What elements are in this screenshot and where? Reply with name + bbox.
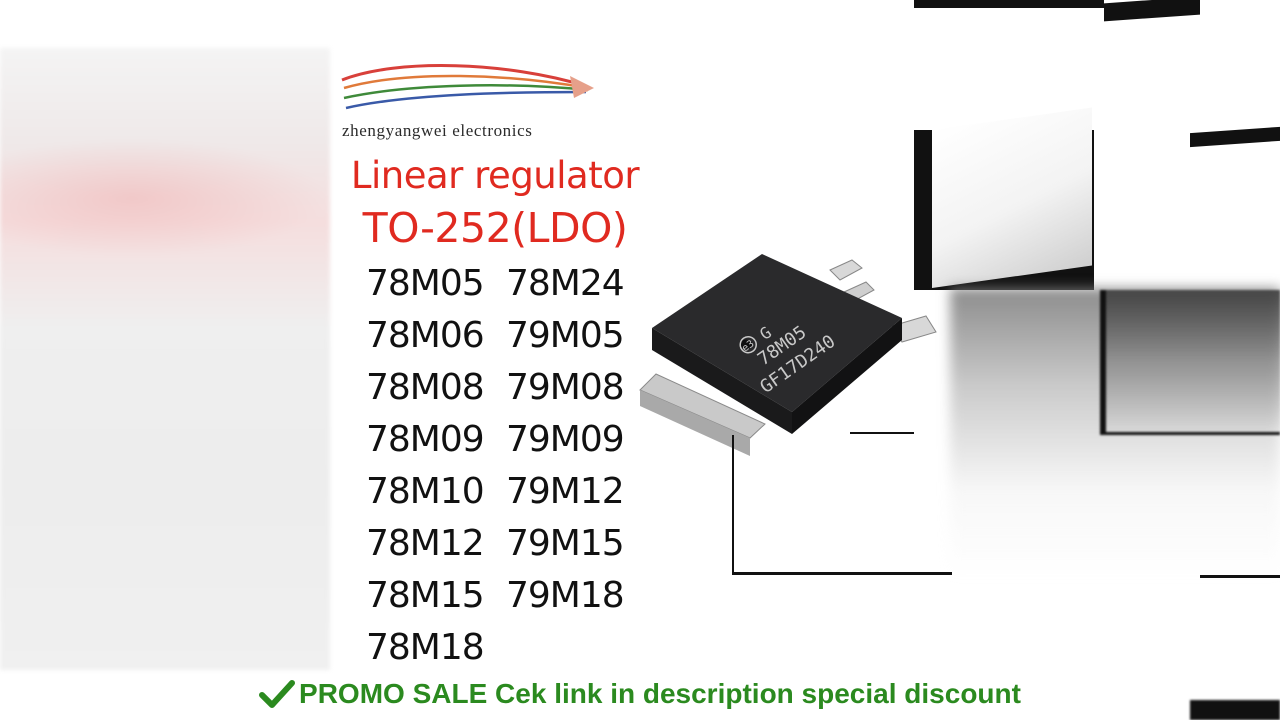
- part-column-2: 78M24 79M05 79M08 79M09 79M12 79M15 79M1…: [506, 258, 646, 622]
- headline-line-1: Linear regulator: [350, 154, 640, 197]
- decorative-shape: [1190, 126, 1280, 148]
- part-number: 79M12: [506, 471, 625, 512]
- part-number: 78M06: [366, 315, 485, 356]
- part-number: 78M12: [366, 523, 485, 564]
- decorative-shape: [932, 107, 1092, 289]
- brand-logo: [341, 64, 594, 110]
- decorative-line: [732, 435, 734, 575]
- check-icon: [259, 680, 296, 708]
- part-number: 79M15: [506, 523, 625, 564]
- decorative-shape: [914, 0, 1104, 8]
- part-number: 79M08: [506, 367, 625, 408]
- decorative-shape: [1190, 700, 1280, 720]
- part-number: 79M05: [506, 315, 625, 356]
- decorative-line: [732, 572, 952, 575]
- part-column-1: 78M05 78M06 78M08 78M09 78M10 78M12 78M1…: [366, 258, 506, 674]
- background-blur-panel: [0, 48, 330, 670]
- decorative-shape: [1104, 0, 1200, 22]
- part-number: 78M09: [366, 419, 485, 460]
- part-number: 79M18: [506, 575, 625, 616]
- background-highlight: [0, 138, 330, 258]
- part-number: 78M24: [506, 263, 625, 304]
- part-number: 78M05: [366, 263, 485, 304]
- product-headline: Linear regulator TO-252(LDO): [330, 150, 660, 254]
- part-number: 78M10: [366, 471, 485, 512]
- decorative-shape: [1100, 290, 1280, 435]
- to252-chip-image: e3 G 78M05 GF17D240: [639, 254, 937, 456]
- part-number: 78M18: [366, 627, 485, 668]
- brand-name: zhengyangwei electronics: [342, 121, 533, 140]
- part-number: 79M09: [506, 419, 625, 460]
- part-number: 78M08: [366, 367, 485, 408]
- part-number: 78M15: [366, 575, 485, 616]
- headline-line-2: TO-252(LDO): [362, 204, 628, 252]
- promo-banner: PROMO SALE Cek link in description speci…: [0, 674, 1280, 714]
- promo-text: PROMO SALE Cek link in description speci…: [299, 678, 1021, 709]
- decorative-line: [850, 432, 914, 434]
- decorative-line: [1200, 575, 1280, 578]
